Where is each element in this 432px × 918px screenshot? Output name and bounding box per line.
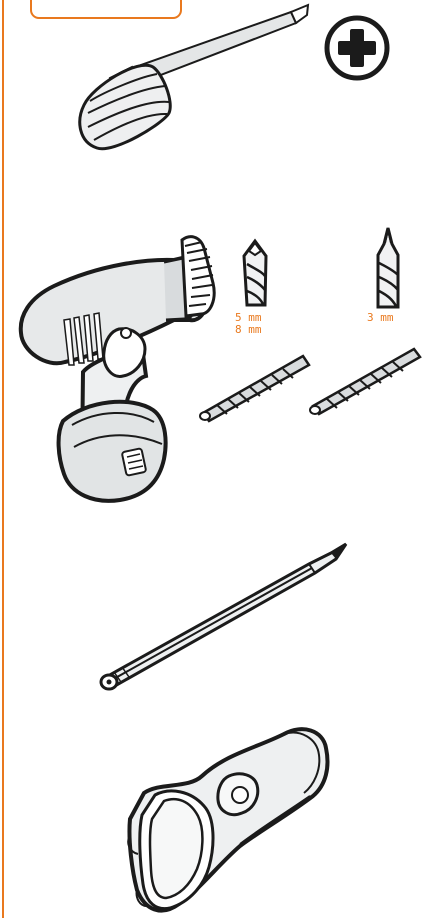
pencil-icon xyxy=(99,542,348,691)
screwdriver-icon xyxy=(78,3,310,151)
masonry-drill-bit-icon xyxy=(242,238,268,307)
cordless-drill-icon xyxy=(18,235,216,503)
wood-drill-bit-icon xyxy=(376,227,400,309)
long-wood-bit xyxy=(309,347,422,416)
long-masonry-bit xyxy=(199,354,311,423)
phillips-cross-icon xyxy=(324,15,390,81)
bit-size-5mm: 5 mm xyxy=(235,311,262,324)
masonry-bit-labels: 5 mm 8 mm xyxy=(235,312,275,336)
long-drill-bits xyxy=(199,347,422,423)
bit-size-3mm: 3 mm xyxy=(367,311,394,324)
bit-size-8mm: 8 mm xyxy=(235,323,262,336)
stud-detector-icon xyxy=(127,727,330,913)
orange-margin-rule xyxy=(2,0,4,918)
section-tab xyxy=(30,0,182,19)
